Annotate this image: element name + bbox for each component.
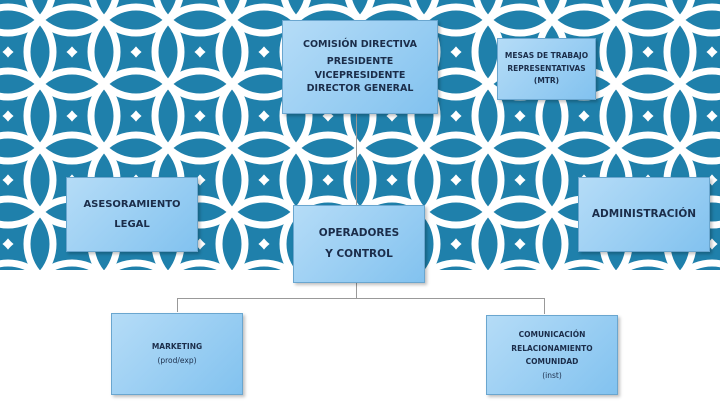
operadores-line: OPERADORES — [318, 227, 400, 239]
asesoramiento-legal-box: ASESORAMIENTO LEGAL — [66, 177, 198, 252]
mesas-trabajo-box: MESAS DE TRABAJO REPRESENTATIVAS (MTR) — [497, 38, 596, 100]
connector-bottom — [356, 282, 357, 298]
marketing-line: MARKETING — [151, 341, 203, 351]
marketing-box: MARKETING (prod/exp) — [111, 313, 243, 395]
comision-title: COMISIÓN DIRECTIVA — [302, 38, 418, 50]
asesoramiento-line: LEGAL — [114, 218, 150, 230]
role: DIRECTOR GENERAL — [306, 83, 414, 95]
mesas-line: REPRESENTATIVAS — [507, 63, 586, 73]
comunicacion-box: COMUNICACIÓN RELACIONAMIENTO COMUNIDAD (… — [486, 315, 618, 395]
comunicacion-line: RELACIONAMIENTO — [511, 343, 593, 353]
role: PRESIDENTE — [326, 55, 394, 67]
connector-right — [544, 298, 545, 314]
comunicacion-line: COMUNICACIÓN — [518, 330, 586, 339]
connector-left — [177, 298, 178, 312]
comunicacion-line: COMUNIDAD — [525, 357, 579, 366]
role: VICEPRESIDENTE — [314, 69, 406, 81]
marketing-line: (prod/exp) — [157, 356, 197, 365]
mesas-line: MESAS DE TRABAJO — [504, 50, 589, 60]
connector-horizontal — [177, 298, 544, 299]
comision-directiva-box: COMISIÓN DIRECTIVA PRESIDENTE VICEPRESID… — [282, 20, 438, 114]
administracion-label: ADMINISTRACIÓN — [591, 207, 697, 220]
connector-top — [356, 113, 357, 205]
mesas-line: (MTR) — [533, 76, 560, 86]
comunicacion-line: (inst) — [542, 370, 562, 380]
operadores-control-box: OPERADORES Y CONTROL — [293, 205, 425, 283]
administracion-box: ADMINISTRACIÓN — [578, 177, 710, 252]
asesoramiento-line: ASESORAMIENTO — [83, 198, 181, 210]
operadores-line: Y CONTROL — [325, 248, 393, 260]
